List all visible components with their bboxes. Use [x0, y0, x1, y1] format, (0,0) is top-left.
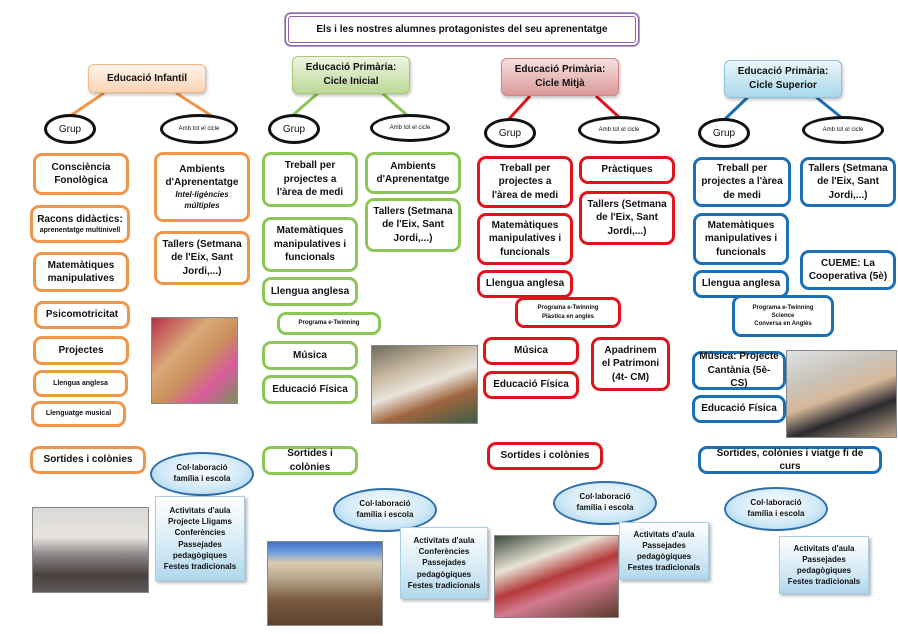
item-sortides-infantil: Sortides i colònies: [30, 446, 146, 474]
group-ellipse-superior: Grup: [698, 118, 750, 148]
item-etwinning-superior: Programa e-Twinning Science Conversa en …: [732, 295, 834, 337]
racons-title: Racons didàctics:: [37, 213, 123, 225]
item-etwinning-inicial: Programa e-Twinning: [277, 312, 381, 335]
activities-infantil: Activitats d'aula Projecte Lligams Confe…: [155, 496, 245, 581]
item-matematiques-manipulatives: Matemàtiques manipulatives: [33, 252, 129, 292]
collab-ellipse-inicial: Col·laboració família i escola: [333, 488, 437, 532]
item-tallers-superior: Tallers (Setmana de l'Eix, Sant Jordi,..…: [800, 157, 896, 207]
item-llengua-anglesa-superior: Llengua anglesa: [693, 270, 789, 298]
item-tallers-mitja: Tallers (Setmana de l'Eix, Sant Jordi,..…: [579, 191, 675, 245]
children-sorting-crayons-photo: [151, 317, 238, 404]
ambients-title: Ambients d'Aprenentatge: [165, 163, 239, 189]
heading-cicle-inicial: Educació Primària: Cicle Inicial: [292, 56, 410, 94]
connector-mitja-group: [506, 94, 532, 122]
item-sortides-mitja: Sortides i colònies: [487, 442, 603, 470]
item-musica-superior: Música: Projecte Cantània (5è- CS): [692, 351, 786, 390]
item-matematiques-superior: Matemàtiques manipulatives i funcionals: [693, 213, 789, 265]
group-ellipse-mitja: Grup: [484, 118, 536, 148]
item-tallers-infantil: Tallers (Setmana de l'Eix, Sant Jordi,..…: [154, 231, 250, 285]
students-drawing-table-photo: [371, 345, 478, 424]
item-llengua-anglesa-inicial: Llengua anglesa: [262, 277, 358, 306]
connector-infantil-cycle: [175, 91, 213, 118]
connector-inicial-group: [291, 91, 319, 118]
item-llenguatge-musical: Llenguatge musical: [31, 401, 126, 427]
item-apadrinem-patrimoni: Apadrinem el Patrimoni (4t- CM): [591, 337, 670, 391]
children-circle-classroom-photo: [32, 507, 149, 593]
item-treball-projectes-inicial: Treball per projectes a l'àrea de medi: [262, 152, 358, 207]
connector-mitja-cycle: [594, 94, 622, 120]
item-cueme-cooperativa: CUEME: La Cooperativa (5è): [800, 250, 896, 290]
cycle-ellipse-mitja: Amb tot el cicle: [578, 116, 660, 144]
item-ambients-inicial: Ambients d'Aprenentatge: [365, 152, 461, 194]
connector-superior-cycle: [815, 95, 843, 120]
item-racons-didactics: Racons didàctics: aprenentatge multinive…: [30, 205, 130, 243]
students-laptops-photo: [786, 350, 897, 438]
diagram-title: Els i les nostres alumnes protagonistes …: [285, 13, 639, 46]
activities-superior: Activitats d'aula Passejades pedagògique…: [779, 536, 869, 594]
item-educacio-fisica-mitja: Educació Física: [483, 371, 579, 399]
school-garden-photo: [267, 541, 383, 626]
item-educacio-fisica-superior: Educació Física: [692, 395, 786, 423]
item-projectes: Projectes: [33, 336, 129, 365]
item-sortides-inicial: Sortides i colònies: [262, 446, 358, 475]
heading-infantil: Educació Infantil: [88, 64, 206, 93]
item-musica-mitja: Música: [483, 337, 579, 365]
item-musica-inicial: Música: [262, 341, 358, 370]
item-consciencia-fonologica: Consciència Fonològica: [33, 153, 129, 195]
item-psicomotricitat: Psicomotricitat: [34, 301, 130, 329]
activities-mitja: Activitats d'aula Passejades pedagògique…: [619, 522, 709, 580]
library-storytelling-photo: [494, 535, 619, 618]
connector-superior-group: [722, 95, 750, 122]
item-llengua-anglesa-mitja: Llengua anglesa: [477, 270, 573, 298]
cycle-ellipse-superior: Amb tot el cicle: [802, 116, 884, 144]
ambients-subtitle: Intel·ligències múltiples: [175, 189, 229, 210]
collab-ellipse-superior: Col·laboració família i escola: [724, 487, 828, 531]
item-treball-projectes-superior: Treball per projectes a l'àrea de medi: [693, 157, 791, 207]
item-tallers-inicial: Tallers (Setmana de l'Eix, Sant Jordi,..…: [365, 198, 461, 252]
heading-cicle-superior: Educació Primària: Cicle Superior: [724, 60, 842, 98]
group-ellipse-inicial: Grup: [268, 114, 320, 144]
item-sortides-superior: Sortides, colònies i viatge fi de curs: [698, 446, 882, 474]
collab-ellipse-mitja: Col·laboració família i escola: [553, 481, 657, 525]
racons-subtitle: aprenentatge multinivell: [39, 227, 121, 235]
item-llengua-anglesa: Llengua anglesa: [33, 370, 128, 397]
item-treball-projectes-mitja: Treball per projectes a l'àrea de medi: [477, 156, 573, 208]
heading-cicle-mitja: Educació Primària: Cicle Mitjà: [501, 58, 619, 96]
item-ambients-aprenentatge: Ambients d'Aprenentatge Intel·ligències …: [154, 152, 250, 222]
item-matematiques-inicial: Matemàtiques manipulatives i funcionals: [262, 217, 358, 272]
cycle-ellipse-infantil: Amb tot el cicle: [160, 114, 238, 144]
activities-inicial: Activitats d'aula Conferències Passejade…: [400, 527, 488, 599]
group-ellipse-infantil: Grup: [44, 114, 96, 144]
connector-inicial-cycle: [381, 91, 409, 118]
connector-infantil-group: [69, 91, 105, 118]
collab-ellipse-infantil: Col·laboració família i escola: [150, 452, 254, 496]
item-etwinning-mitja: Programa e-Twinning Plàstica en anglès: [515, 297, 621, 328]
cycle-ellipse-inicial: Amb tot el cicle: [370, 114, 450, 142]
item-educacio-fisica-inicial: Educació Física: [262, 375, 358, 404]
item-practiques-mitja: Pràctiques: [579, 156, 675, 184]
item-matematiques-mitja: Matemàtiques manipulatives i funcionals: [477, 213, 573, 265]
